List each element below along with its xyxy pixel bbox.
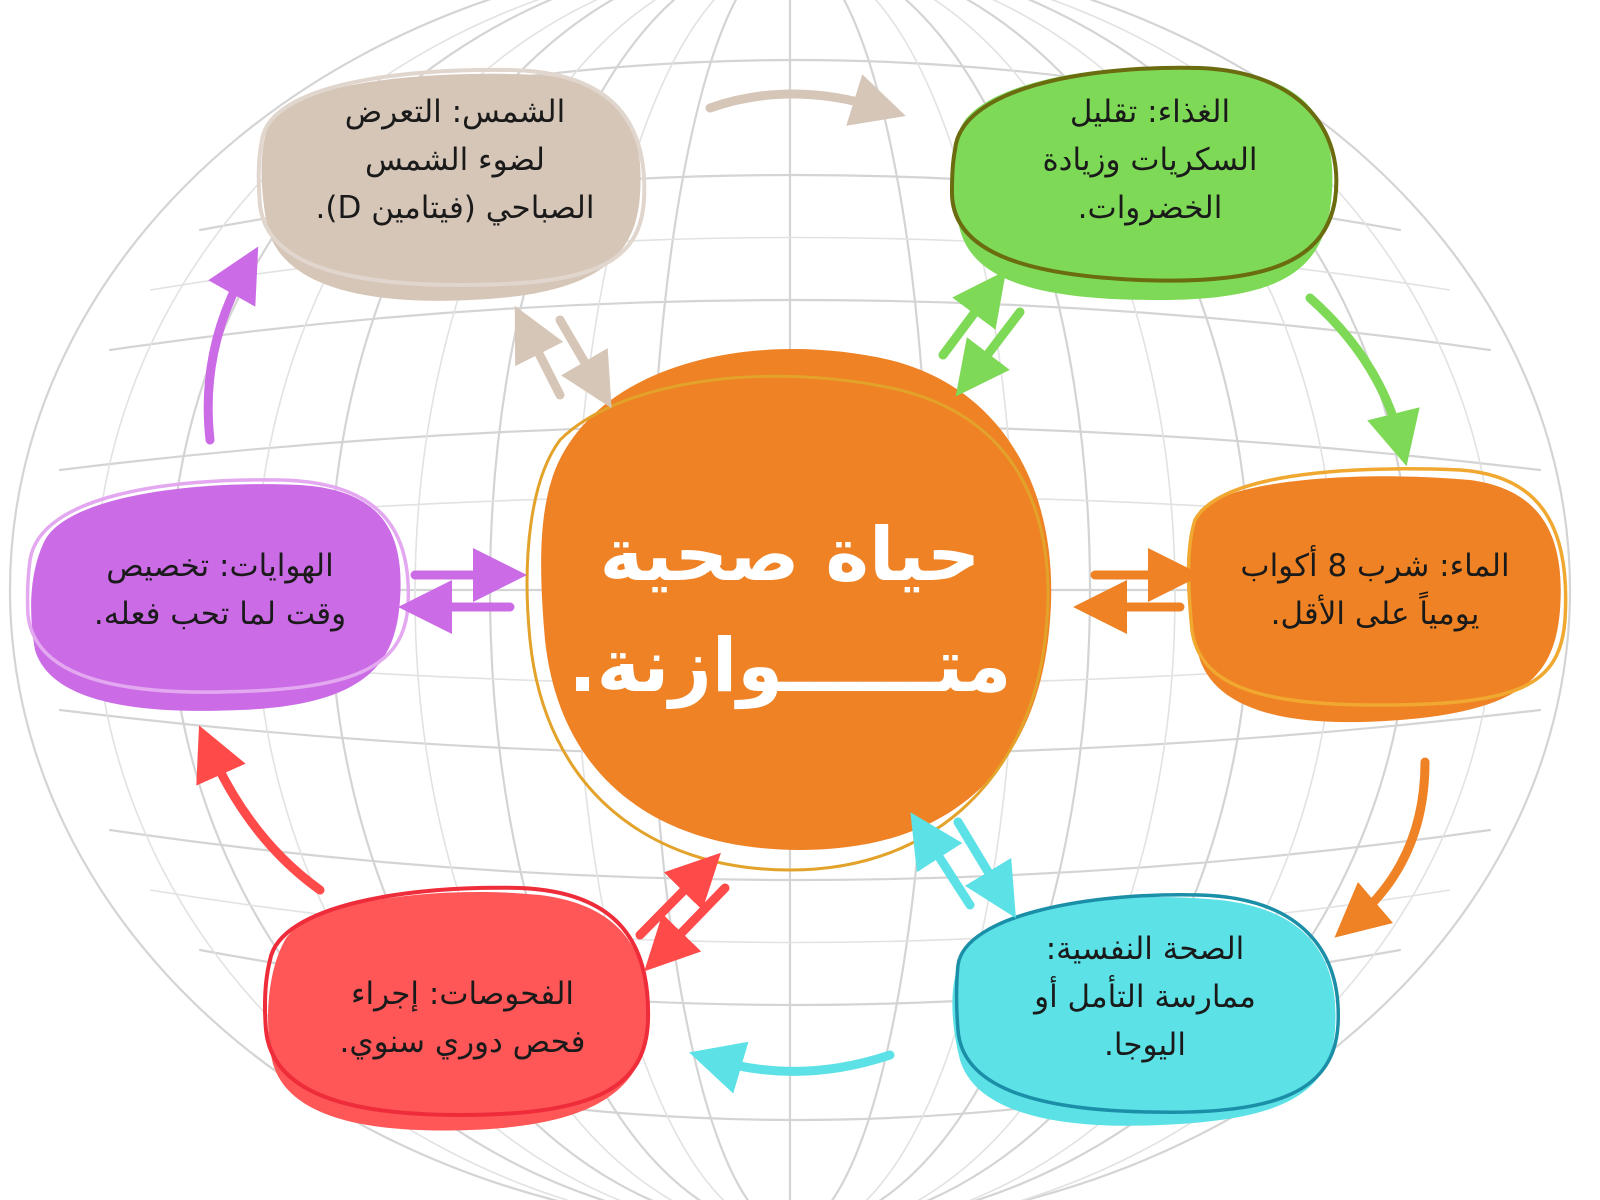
arrow-sun-to-center xyxy=(555,315,612,409)
mental-blob xyxy=(952,897,1336,1126)
checkups-node-text: الفحوصات: إجراء فحص دوري سنوي. xyxy=(339,976,586,1061)
center-blob xyxy=(541,349,1052,850)
arrow-food-to-center xyxy=(955,307,1025,397)
mental-node-text: الصحة النفسية: ممارسة التأمل أو اليوجا. xyxy=(1034,931,1256,1064)
food-blob-outline xyxy=(949,65,1339,283)
sun-blob-outline xyxy=(256,67,647,288)
sun-blob xyxy=(261,73,641,301)
arrow-checkups-to-hobbies xyxy=(196,725,325,895)
center-title: حياة صحية متــــــوازنة. xyxy=(568,512,1012,709)
food-blob xyxy=(951,67,1333,300)
arrow-water-to-mental xyxy=(1334,757,1430,938)
water-blob xyxy=(1186,476,1561,723)
arrow-mental-to-checkups xyxy=(689,1041,895,1094)
food-node-text: الغذاء: تقليل السكريات وزيادة الخضروات. xyxy=(1042,94,1258,227)
arrow-sun-to-food xyxy=(705,74,906,126)
water-blob-outline xyxy=(1186,467,1568,707)
arrow-center-to-sun xyxy=(514,305,565,400)
checkups-blob xyxy=(268,892,649,1131)
arrow-center-to-checkups xyxy=(644,883,730,972)
hobbies-blob xyxy=(31,484,401,711)
arrow-hobbies-to-sun xyxy=(203,246,259,445)
arrow-center-to-mental xyxy=(953,817,1016,919)
center-blob-outline xyxy=(525,374,1050,872)
arrow-center-to-food xyxy=(938,270,1007,360)
checkups-blob-outline xyxy=(263,885,651,1118)
hobbies-node-text: الهوايات: تخصيص وقت لما تحب فعله. xyxy=(93,548,347,633)
hobbies-blob-outline xyxy=(25,478,411,694)
arrow-mental-to-center xyxy=(910,812,975,910)
sun-node-text: الشمس: التعرض لضوء الشمس الصباحي (فيتامي… xyxy=(315,94,595,227)
arrow-food-to-water xyxy=(1305,293,1420,467)
water-node-text: الماء: شرب 8 أكواب يومياً على الأقل. xyxy=(1240,548,1510,633)
mental-blob-outline xyxy=(954,892,1340,1114)
